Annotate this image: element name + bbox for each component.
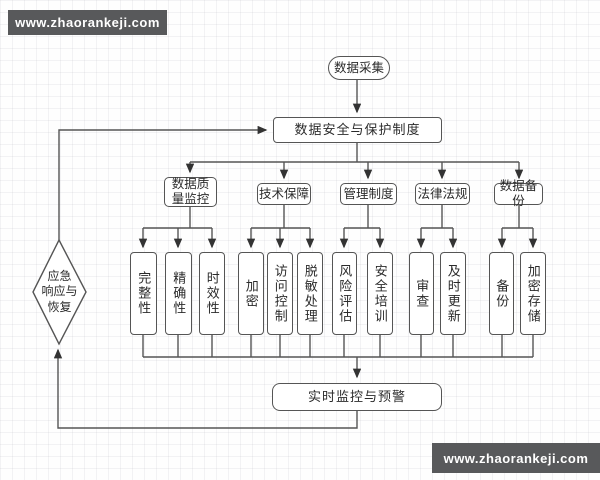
node-realtime-monitoring: 实时监控与预警 bbox=[272, 383, 442, 411]
node-leaf-review: 审查 bbox=[409, 252, 434, 335]
node-leaf-timely-update: 及时更新 bbox=[440, 252, 466, 335]
node-category-laws: 法律法规 bbox=[415, 183, 470, 205]
node-category-tech-safeguard: 技术保障 bbox=[257, 183, 311, 205]
watermark-banner-top: www.zhaorankeji.com bbox=[8, 10, 167, 35]
node-leaf-timeliness: 时效性 bbox=[199, 252, 225, 335]
watermark-banner-bottom: www.zhaorankeji.com bbox=[432, 443, 600, 473]
node-leaf-risk-assessment: 风险评估 bbox=[332, 252, 357, 335]
node-leaf-encryption: 加密 bbox=[238, 252, 264, 335]
node-leaf-access-control: 访问控制 bbox=[267, 252, 293, 335]
node-leaf-encrypted-storage: 加密存储 bbox=[520, 252, 546, 335]
node-leaf-security-training: 安全培训 bbox=[367, 252, 393, 335]
watermark-text-bottom: www.zhaorankeji.com bbox=[443, 450, 589, 466]
emergency-line-2: 响应与 bbox=[41, 284, 78, 299]
node-leaf-integrity: 完整性 bbox=[130, 252, 157, 335]
node-leaf-backup: 备份 bbox=[489, 252, 514, 335]
emergency-line-3: 恢复 bbox=[47, 299, 72, 314]
node-leaf-desensitization: 脱敏处理 bbox=[297, 252, 323, 335]
node-category-data-quality: 数据质量监控 bbox=[164, 177, 217, 207]
node-emergency-response: 应急 响应与 恢复 bbox=[31, 268, 88, 316]
node-data-collection: 数据采集 bbox=[328, 56, 390, 80]
node-leaf-accuracy: 精确性 bbox=[165, 252, 192, 335]
node-category-backup: 数据备份 bbox=[494, 179, 543, 208]
watermark-text-top: www.zhaorankeji.com bbox=[15, 15, 160, 30]
emergency-line-1: 应急 bbox=[47, 268, 72, 283]
node-category-management: 管理制度 bbox=[340, 183, 397, 205]
node-security-policy: 数据安全与保护制度 bbox=[273, 117, 442, 143]
